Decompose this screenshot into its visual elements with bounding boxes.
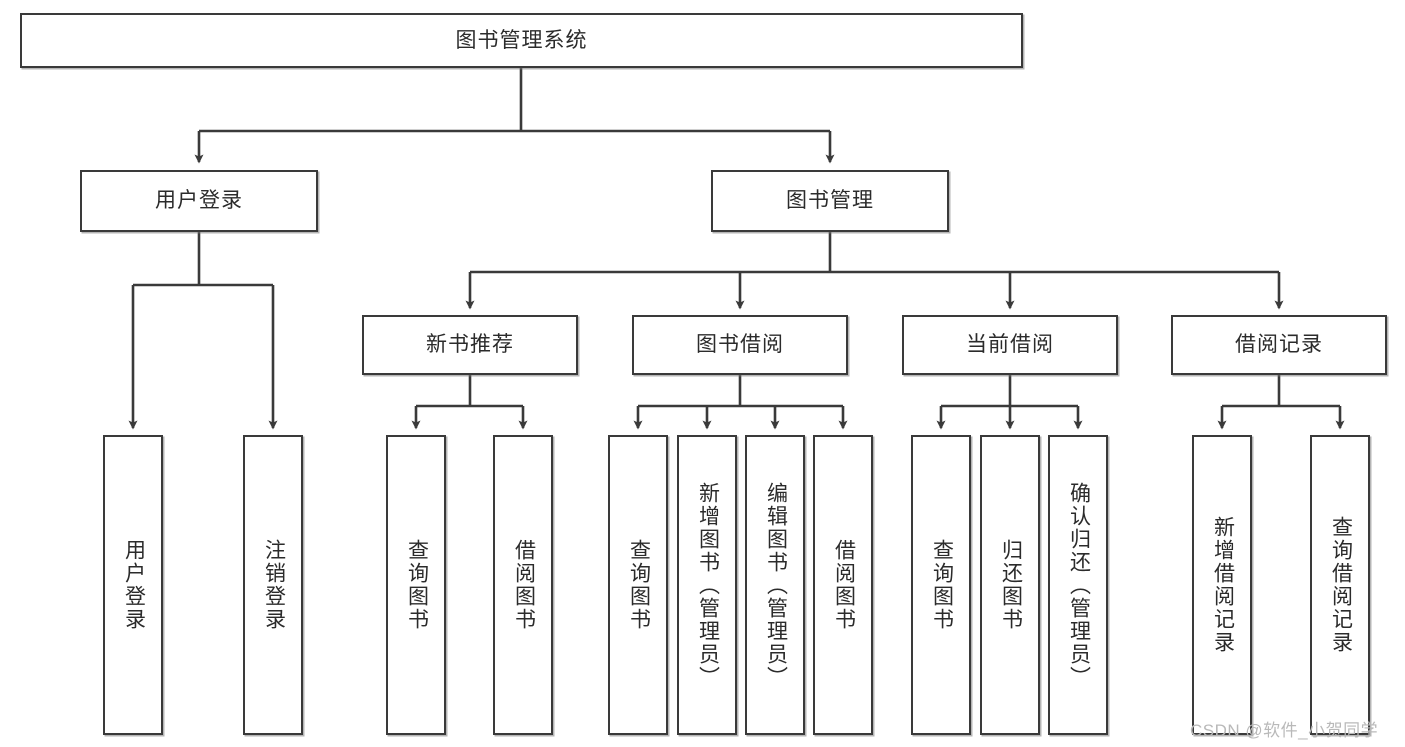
node-current-borrow[interactable]: 当前借阅	[902, 315, 1118, 375]
leaf-label: 查询图书	[627, 539, 651, 631]
node-user-login[interactable]: 用户登录	[80, 170, 318, 232]
leaf-user-login-signout[interactable]: 注销登录	[243, 435, 303, 735]
leaf-label: 借阅图书	[832, 539, 856, 631]
leaf-label: 查询图书	[405, 539, 429, 631]
leaf-current-query-book[interactable]: 查询图书	[911, 435, 971, 735]
leaf-label: 编辑图书（管理员）	[764, 481, 788, 689]
leaf-label: 查询图书	[930, 539, 954, 631]
leaf-user-login-signin[interactable]: 用户登录	[103, 435, 163, 735]
leaf-label: 新增图书（管理员）	[696, 481, 720, 689]
leaf-label: 借阅图书	[512, 539, 536, 631]
leaf-borrow-query-book[interactable]: 查询图书	[608, 435, 668, 735]
csdn-watermark: CSDN @软件_小贺同学	[1190, 721, 1379, 740]
leaf-label: 新增借阅记录	[1211, 516, 1235, 654]
leaf-borrow-borrow-book[interactable]: 借阅图书	[813, 435, 873, 735]
leaf-records-add-record[interactable]: 新增借阅记录	[1192, 435, 1252, 735]
node-root-system[interactable]: 图书管理系统	[20, 13, 1023, 68]
leaf-label: 注销登录	[262, 539, 286, 631]
leaf-borrow-add-book-admin[interactable]: 新增图书（管理员）	[677, 435, 737, 735]
leaf-recommend-borrow-book[interactable]: 借阅图书	[493, 435, 553, 735]
node-borrow-records[interactable]: 借阅记录	[1171, 315, 1387, 375]
node-new-book-recommend[interactable]: 新书推荐	[362, 315, 578, 375]
leaf-current-confirm-return-admin[interactable]: 确认归还（管理员）	[1048, 435, 1108, 735]
leaf-label: 确认归还（管理员）	[1067, 481, 1091, 689]
leaf-label: 查询借阅记录	[1329, 516, 1353, 654]
leaf-label: 归还图书	[999, 539, 1023, 631]
leaf-borrow-edit-book-admin[interactable]: 编辑图书（管理员）	[745, 435, 805, 735]
leaf-recommend-query-book[interactable]: 查询图书	[386, 435, 446, 735]
node-book-management[interactable]: 图书管理	[711, 170, 949, 232]
leaf-label: 用户登录	[122, 539, 146, 631]
leaf-current-return-book[interactable]: 归还图书	[980, 435, 1040, 735]
node-book-borrow[interactable]: 图书借阅	[632, 315, 848, 375]
leaf-records-query-record[interactable]: 查询借阅记录	[1310, 435, 1370, 735]
